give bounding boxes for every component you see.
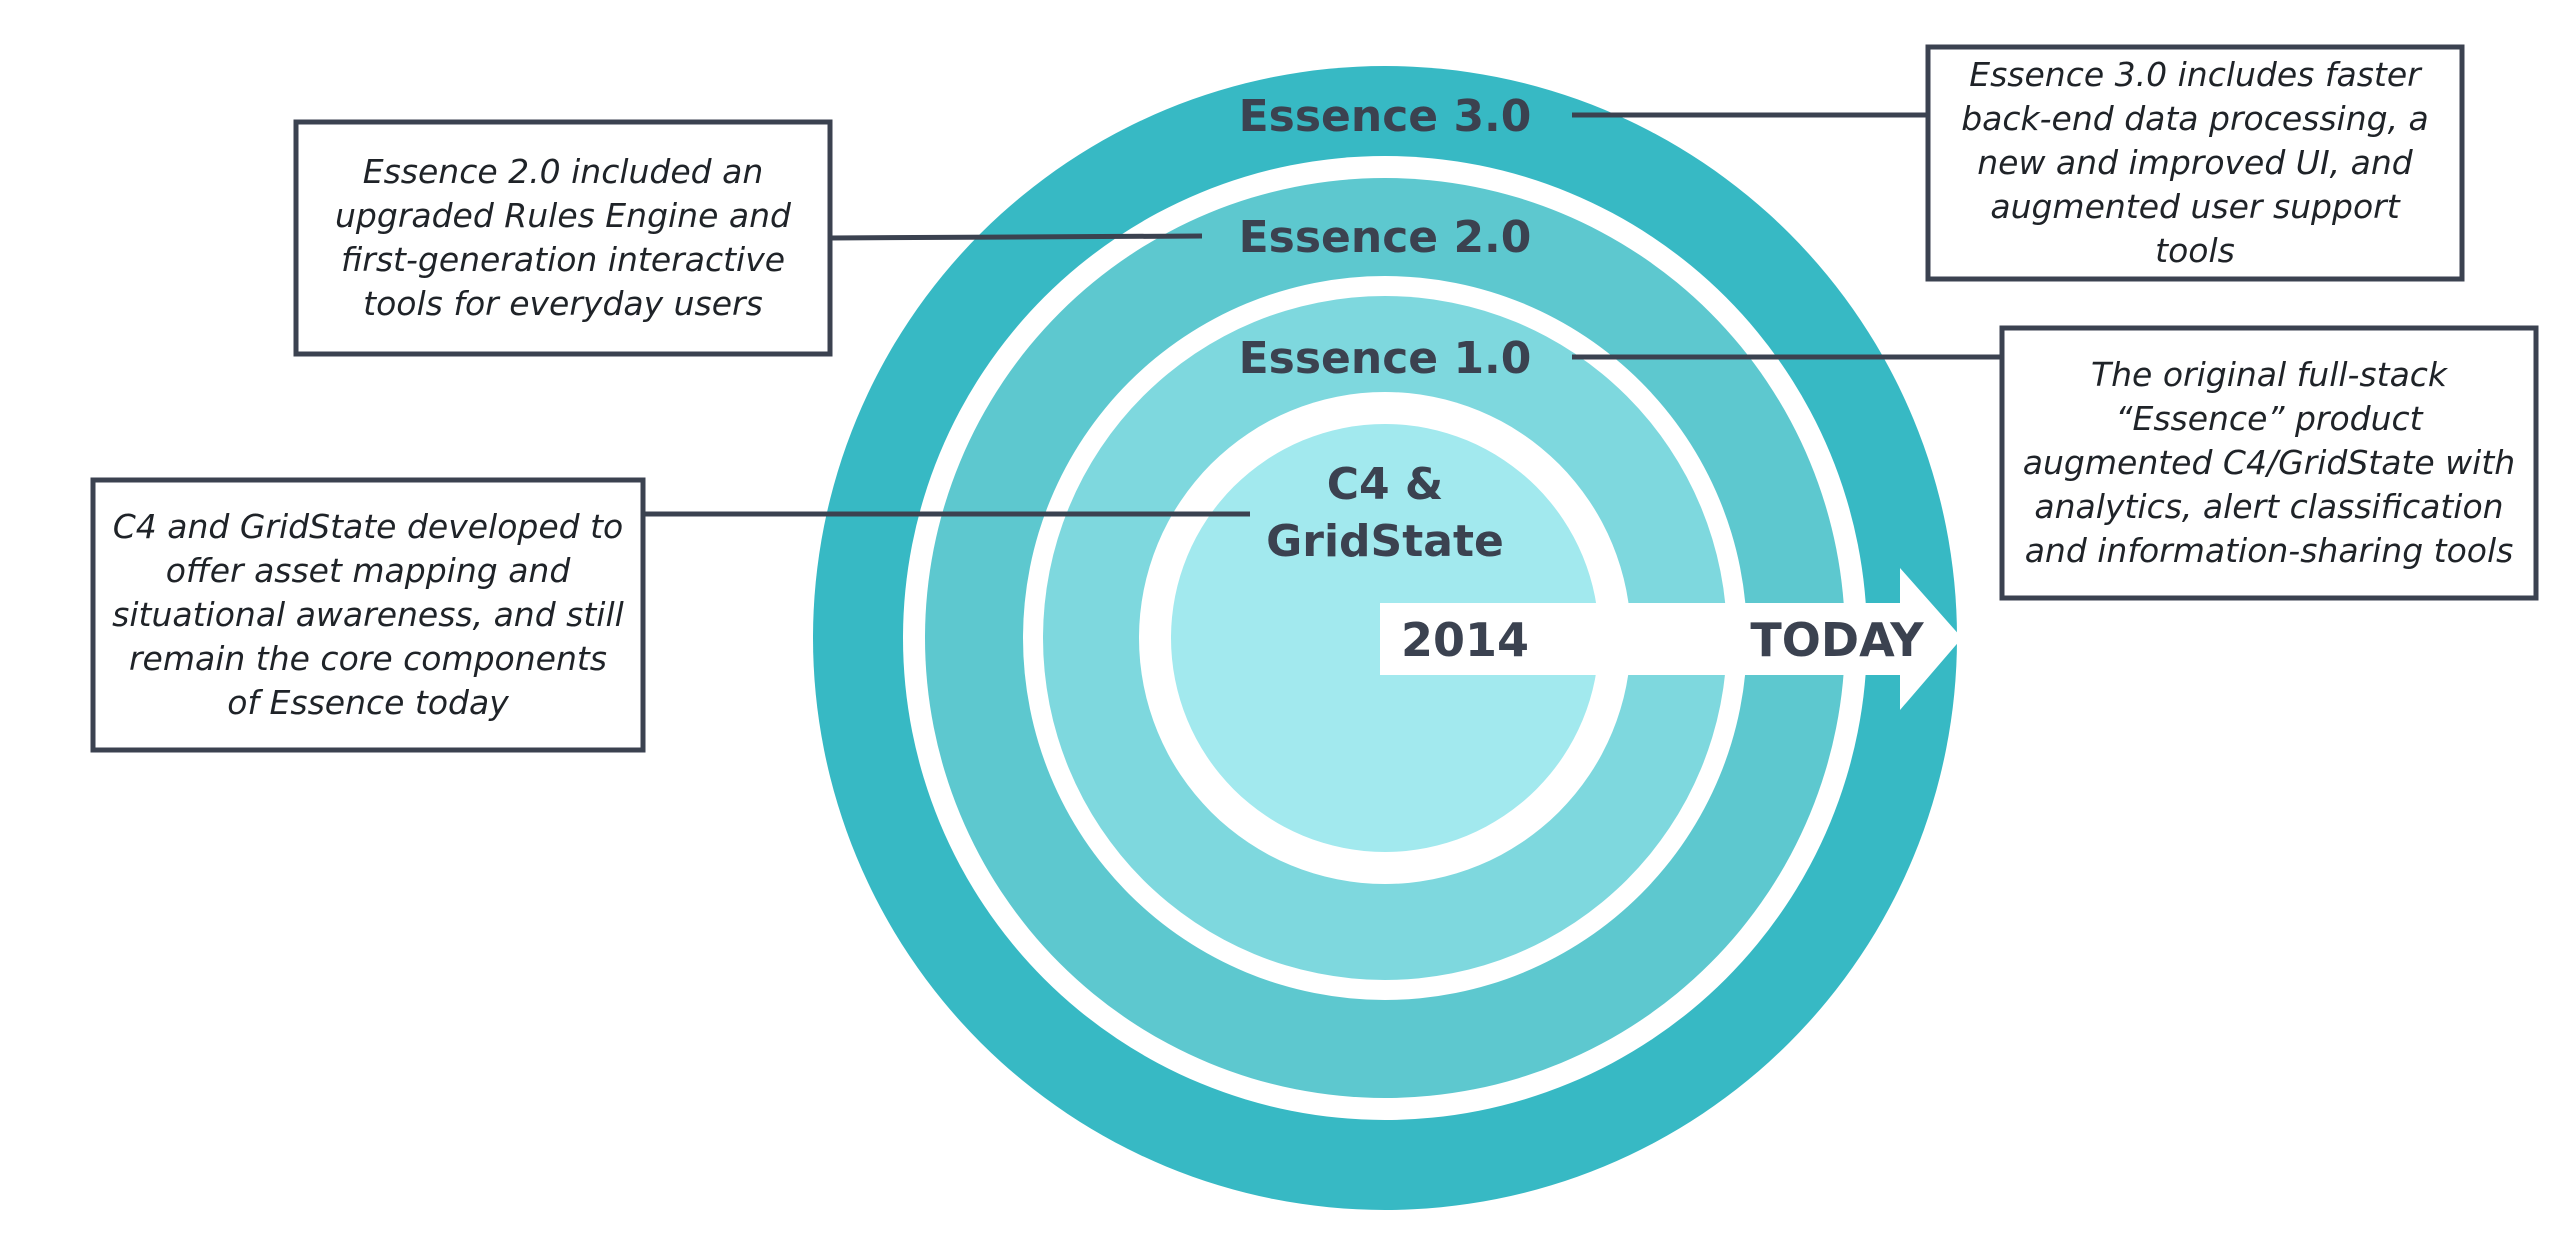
callout-box-essence-3	[1925, 44, 2465, 282]
callout-essence-1-text: The original full-stack “Essence” produc…	[2022, 355, 2516, 570]
callout-box-essence-1	[1999, 325, 2539, 601]
timeline-start-label: 2014	[1401, 613, 1529, 667]
ring-label-essence-2: Essence 2.0	[1239, 212, 1532, 263]
timeline-end-label: TODAY	[1750, 613, 1924, 667]
ring-label-essence-1: Essence 1.0	[1239, 333, 1532, 384]
callout-box-c4	[90, 477, 646, 753]
callout-essence-3: Essence 3.0 includes faster back-end dat…	[1928, 47, 2462, 279]
core-label-line-1: C4 &	[1327, 459, 1444, 510]
callout-essence-1: The original full-stack “Essence” produc…	[2002, 328, 2536, 598]
callout-box-essence-2	[293, 119, 833, 357]
callout-essence-2-text: Essence 2.0 included an upgraded Rules E…	[335, 152, 791, 323]
ring-label-essence-3: Essence 3.0	[1239, 91, 1532, 142]
connector-essence-2	[829, 233, 1203, 241]
callout-c4: C4 and GridState developed to offer asse…	[93, 480, 643, 750]
callout-essence-3-text: Essence 3.0 includes faster back-end dat…	[1961, 55, 2429, 270]
callout-essence-2: Essence 2.0 included an upgraded Rules E…	[296, 122, 830, 354]
timeline-arrow	[1380, 568, 1962, 710]
callout-c4-text: C4 and GridState developed to offer asse…	[112, 507, 624, 722]
core-label-line-2: GridState	[1266, 516, 1504, 567]
